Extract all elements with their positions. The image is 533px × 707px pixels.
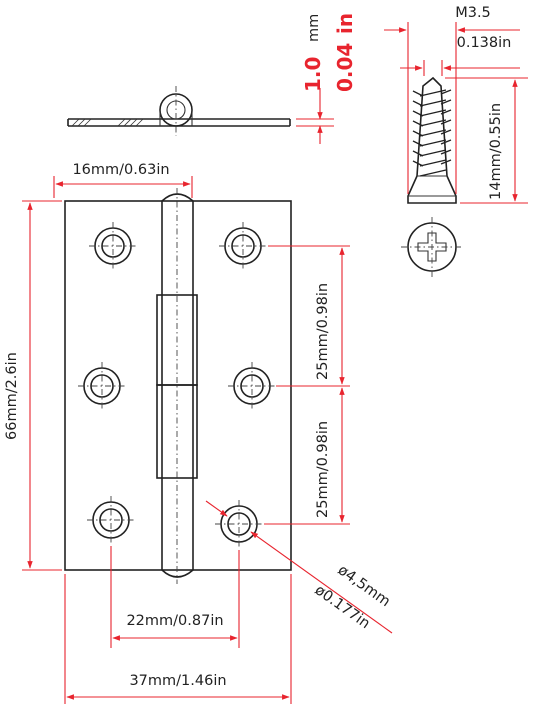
height-label: 66mm/2.6in [4,352,20,440]
screw-hole-top-right [219,222,267,270]
screw-hole-bottom-left [87,496,135,544]
thickness-in-value: 0.04 [333,43,357,92]
hole-spacing-top-label: 25mm/0.98in [315,283,331,380]
hole-center-distance-dimension: 22mm/0.87in [110,546,240,648]
knuckle-width-label: 16mm/0.63in [72,162,169,178]
thickness-dimension: 1.0 mm 0.04 in [296,13,357,144]
height-dimension: 66mm/2.6in [4,200,62,571]
screw-size-label: M3.5 [455,5,491,21]
screw-hole-middle-left [78,362,126,410]
hole-spacing-dimension: 25mm/0.98in 25mm/0.98in [264,245,350,525]
hinge-front-view [64,188,292,584]
screw-length-label: 14mm/0.55in [488,103,504,200]
screw-length-dimension: 14mm/0.55in [445,77,528,204]
screw-hole-bottom-right [215,500,263,548]
screw-head-top-view [401,217,463,277]
screw-size-dimensions: M3.5 0.138in [384,5,520,194]
total-width-label: 37mm/1.46in [129,673,226,689]
screw-hole-middle-right [228,362,276,410]
screw-diameter-label: 0.138in [457,35,512,51]
thickness-mm-unit: mm [306,14,322,42]
hole-spacing-bottom-label: 25mm/0.98in [315,421,331,518]
hole-center-distance-label: 22mm/0.87in [126,613,223,629]
screw-hole-top-left [89,222,137,270]
hinge-side-view [67,86,291,136]
thickness-in-unit: in [333,13,357,34]
knuckle-width-dimension: 16mm/0.63in [53,162,193,198]
thickness-mm-value: 1.0 [301,57,325,92]
total-width-dimension: 37mm/1.46in [64,574,292,704]
screw-side-view [407,76,457,204]
hole-diameter-dimension: ø4,5mm ø0.177in [205,500,393,634]
